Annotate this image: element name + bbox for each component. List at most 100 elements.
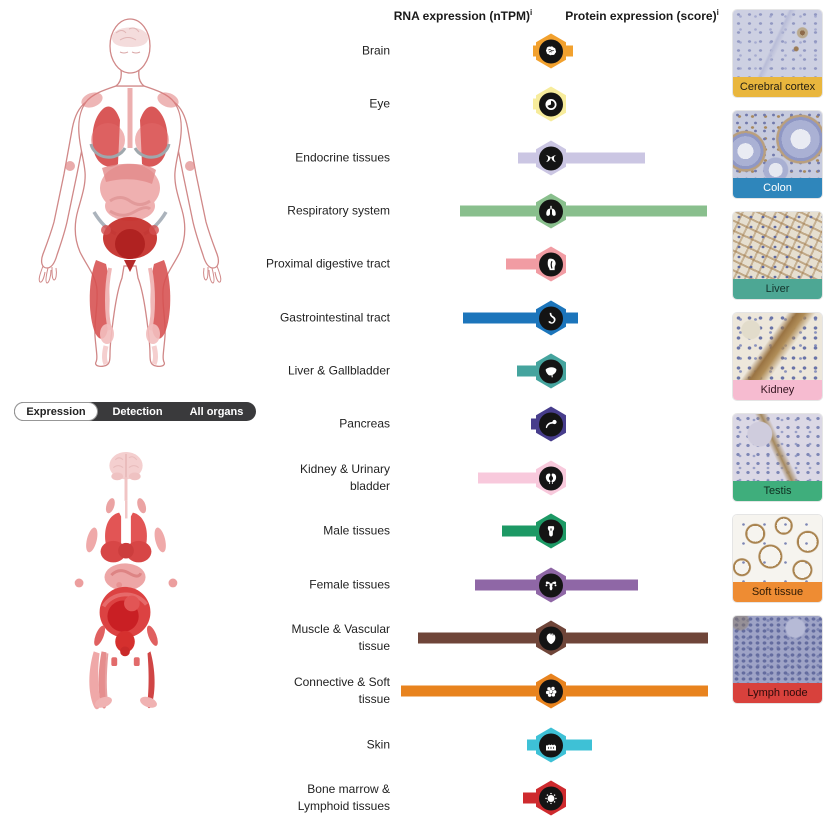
rna-expression-bar[interactable] [523, 792, 542, 804]
rna-expression-header: RNA expression (nTPM)i [393, 8, 533, 23]
tissue-label[interactable]: Brain [361, 43, 390, 58]
tissue-thumbnail[interactable]: Colon [733, 111, 822, 198]
rna-expression-bar[interactable] [506, 258, 542, 270]
male-reproductive-icon[interactable] [536, 513, 566, 549]
thyroid-icon[interactable] [536, 140, 566, 176]
tissue-icon-circle [539, 92, 563, 116]
tissue-icon-circle [539, 519, 563, 543]
tissue-thumbnail[interactable]: Cerebral cortex [733, 10, 822, 97]
histology-image [733, 313, 822, 380]
lungs-icon[interactable] [536, 193, 566, 229]
tissue-label[interactable]: Gastrointestinal tract [279, 310, 390, 325]
thumbnail-label: Colon [733, 178, 822, 198]
right-hand [203, 265, 222, 284]
tissue-icon-circle [539, 573, 563, 597]
right-thigh-muscle [147, 651, 155, 709]
histology-image [733, 414, 822, 481]
tissue-icon-circle [539, 733, 563, 757]
tissue-icon-circle [539, 412, 563, 436]
tissue-label[interactable]: Respiratory system [287, 203, 390, 218]
stomach-icon[interactable] [536, 300, 566, 336]
view-tabs: Expression Detection All organs [14, 402, 256, 421]
tab-all-organs[interactable]: All organs [189, 405, 244, 418]
protein-expression-bar[interactable] [560, 205, 707, 217]
rna-expression-bar[interactable] [401, 685, 542, 697]
tissue-label[interactable]: Liver & Gallbladder [287, 363, 390, 378]
tissue-thumbnail[interactable]: Soft tissue [733, 515, 822, 602]
tissue-icon-circle [539, 679, 563, 703]
tissue-label[interactable]: Eye [369, 96, 390, 111]
tissue-icon-circle [539, 252, 563, 276]
tissue-label[interactable]: Proximal digestive tract [265, 256, 390, 271]
rna-expression-bar[interactable] [478, 472, 542, 484]
rna-expression-bar[interactable] [475, 579, 542, 591]
protein-expression-bar[interactable] [560, 632, 708, 644]
rna-expression-bar[interactable] [502, 525, 542, 537]
tissue-thumbnail[interactable]: Lymph node [733, 616, 822, 703]
histology-image [733, 515, 822, 582]
tissue-label[interactable]: Bone marrow &Lymphoid tissues [297, 782, 390, 813]
heart-icon[interactable] [536, 620, 566, 656]
histology-image [733, 212, 822, 279]
thumbnail-label: Liver [733, 279, 822, 299]
tissue-icon-circle [539, 199, 563, 223]
protein-expression-bar[interactable] [560, 152, 645, 164]
thumbnail-label: Testis [733, 481, 822, 501]
protein-expression-bar[interactable] [560, 312, 578, 324]
protein-expression-bar[interactable] [560, 579, 638, 591]
tissue-thumbnail[interactable]: Liver [733, 212, 822, 299]
tissue-thumbnail[interactable]: Testis [733, 414, 822, 501]
tissue-icon-circle [539, 359, 563, 383]
internal-organs-figure[interactable] [62, 450, 190, 712]
uterus-icon[interactable] [536, 567, 566, 603]
protein-info-icon[interactable]: i [716, 8, 719, 17]
rna-info-icon[interactable]: i [530, 8, 533, 17]
tissue-label[interactable]: Female tissues [309, 577, 390, 592]
rna-expression-bar[interactable] [527, 739, 542, 751]
tissue-label[interactable]: Endocrine tissues [295, 150, 390, 165]
tissue-icon-circle [539, 786, 563, 810]
skin-icon[interactable] [536, 727, 566, 763]
eye-icon[interactable] [536, 86, 566, 122]
kidney-icon[interactable] [536, 460, 566, 496]
rna-expression-bar[interactable] [418, 632, 542, 644]
tissue-label[interactable]: Skin [366, 737, 390, 752]
tissue-label[interactable]: Pancreas [339, 416, 390, 431]
rna-expression-bar[interactable] [517, 365, 542, 377]
throat-icon[interactable] [536, 246, 566, 282]
tissue-icon-circle [539, 39, 563, 63]
heart-organ [118, 542, 134, 559]
rna-expression-bar[interactable] [518, 152, 542, 164]
liver-icon[interactable] [536, 353, 566, 389]
tissue-thumbnail[interactable]: Kidney [733, 313, 822, 400]
human-body-front-figure[interactable] [30, 16, 230, 368]
rna-expression-bar[interactable] [463, 312, 542, 324]
tab-expression[interactable]: Expression [14, 402, 98, 421]
organ-map-illustration [74, 451, 178, 710]
tab-detection[interactable]: Detection [112, 405, 163, 418]
histology-image [733, 111, 822, 178]
tissue-icon-circle [539, 306, 563, 330]
protein-expression-bar[interactable] [560, 685, 708, 697]
thumbnail-label: Cerebral cortex [733, 77, 822, 97]
rna-expression-bar[interactable] [460, 205, 542, 217]
pancreas-icon[interactable] [536, 406, 566, 442]
right-thigh-muscle [150, 260, 171, 339]
tissue-icon-circle [539, 466, 563, 490]
left-hand [38, 265, 57, 284]
left-thigh-muscles [89, 651, 101, 710]
brain-icon[interactable] [536, 33, 566, 69]
cells-icon[interactable] [536, 673, 566, 709]
lymphocyte-icon[interactable] [536, 780, 566, 816]
tissue-icon-circle [539, 626, 563, 650]
tissue-label[interactable]: Male tissues [323, 523, 390, 538]
protein-expression-bar[interactable] [560, 739, 592, 751]
thumbnail-label: Lymph node [733, 683, 822, 703]
protein-expression-bar[interactable] [560, 45, 573, 57]
female-anatomy-illustration [38, 18, 222, 368]
